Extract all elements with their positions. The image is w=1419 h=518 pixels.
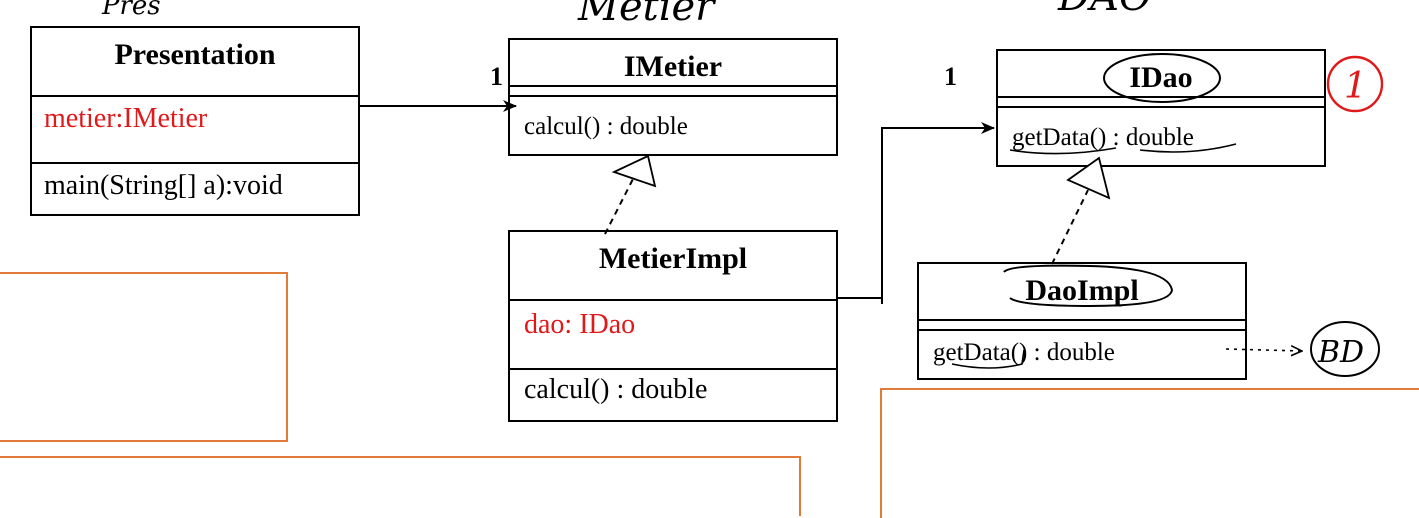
attribute-section xyxy=(998,96,1324,106)
handwritten-label-metier: Metier xyxy=(577,0,717,30)
interface-name: IDao xyxy=(1129,61,1193,94)
orange-frame-left xyxy=(0,272,288,442)
realization-metierimpl xyxy=(604,176,635,235)
handwritten-ellipse-idao xyxy=(1103,53,1221,103)
class-name: MetierImpl xyxy=(598,242,748,275)
class-daoimpl[interactable]: DaoImpl getData() : double xyxy=(917,262,1247,380)
handwritten-red-circle xyxy=(1326,55,1384,113)
handwritten-label-dao: DAO xyxy=(1057,0,1152,20)
interface-idao[interactable]: IDao getData() : double xyxy=(996,49,1326,167)
class-name: DaoImpl xyxy=(1025,274,1139,307)
multiplicity-imetier: 1 xyxy=(490,62,503,91)
method-section: main(String[] a):void xyxy=(32,162,358,216)
method-section: calcul() : double xyxy=(510,95,836,156)
attribute-section xyxy=(919,319,1245,329)
handwritten-ellipse-daoimpl xyxy=(1003,264,1174,308)
interface-imetier[interactable]: IMetier calcul() : double xyxy=(508,38,838,156)
class-presentation[interactable]: Presentation metier:IMetier main(String[… xyxy=(30,26,360,216)
interface-name: IMetier xyxy=(623,50,723,83)
handwritten-underline-getdata-idao xyxy=(1009,147,1117,155)
attribute-metier: metier:IMetier xyxy=(44,103,208,134)
method-calcul: calcul() : double xyxy=(524,113,688,140)
multiplicity-idao: 1 xyxy=(944,62,957,91)
attribute-section: metier:IMetier xyxy=(32,95,358,163)
association-metierimpl-idao xyxy=(838,122,995,299)
orange-frame-bottom xyxy=(0,456,801,516)
attribute-section: dao: IDao xyxy=(510,299,836,369)
method-section: getData() : double xyxy=(998,106,1324,167)
method-main: main(String[] a):void xyxy=(44,170,283,201)
realization-triangle-imetier xyxy=(611,154,657,188)
handwritten-label-db: BD xyxy=(1317,335,1364,370)
diagram-overlay: Pres Metier DAO 1 BD xyxy=(101,0,1384,377)
handwritten-number-one: 1 xyxy=(1344,66,1367,107)
class-name: Presentation xyxy=(114,38,276,71)
realization-daoimpl xyxy=(1051,189,1089,265)
handwritten-db-circle xyxy=(1310,321,1380,377)
class-metierimpl[interactable]: MetierImpl dao: IDao calcul() : double xyxy=(508,230,838,422)
realization-triangle-idao xyxy=(1066,156,1111,200)
orange-frame-right xyxy=(880,388,1419,518)
method-calcul: calcul() : double xyxy=(524,374,708,405)
attribute-section xyxy=(510,85,836,95)
handwritten-label-pres: Pres xyxy=(101,0,161,21)
handwritten-underline-double-idao xyxy=(1139,143,1237,153)
method-getdata: getData() : double xyxy=(1012,124,1194,151)
handwritten-underline-getdata-daoimpl xyxy=(951,349,1025,369)
method-section: calcul() : double xyxy=(510,368,836,422)
attribute-dao: dao: IDao xyxy=(524,309,636,340)
handwritten-arrow-db xyxy=(1225,349,1302,351)
